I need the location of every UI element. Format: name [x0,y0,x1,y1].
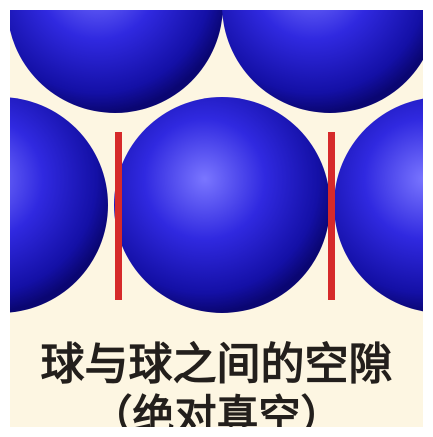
caption-line-1: 球与球之间的空隙 [40,339,393,390]
sphere-top-right [222,10,423,113]
sphere-packing-illustration [10,10,423,313]
gap-marker-left [115,132,122,300]
sphere-bottom-center [114,97,330,313]
diagram-panel: 球与球之间的空隙 （绝对真空） [10,10,423,427]
caption-line-2: （绝对真空） [90,391,343,427]
sphere-bottom-right [334,98,423,312]
gap-marker-right [328,132,335,300]
sphere-bottom-left [10,97,108,313]
sphere-top-left [10,10,223,113]
